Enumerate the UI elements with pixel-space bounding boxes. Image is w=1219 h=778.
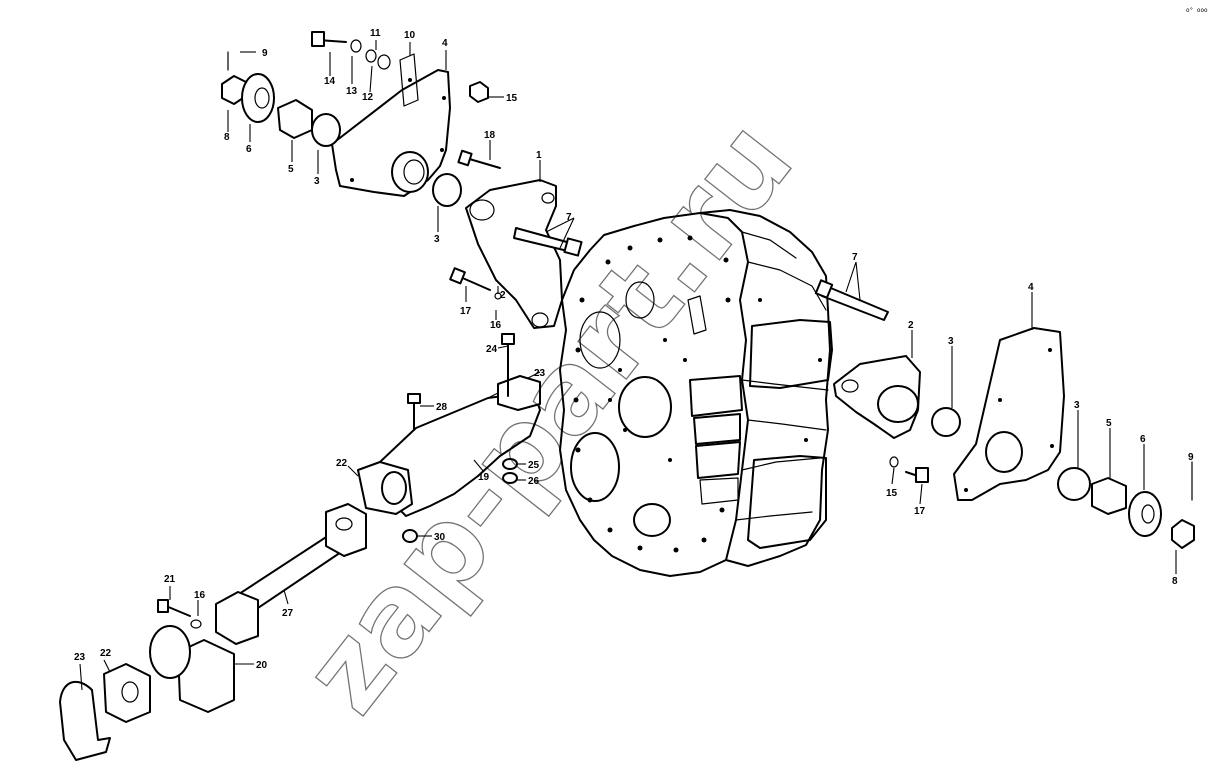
callout-21: 21	[164, 574, 176, 585]
callout-4: 4	[442, 38, 448, 49]
callout-7: 7	[852, 252, 858, 263]
callout-20: 20	[256, 660, 268, 671]
left-mount-assembly	[221, 31, 583, 329]
callout-8: 8	[1172, 576, 1178, 587]
callout-9: 9	[262, 48, 268, 59]
callout-19: 19	[478, 472, 490, 483]
right-mount-assembly	[814, 279, 1195, 549]
callout-6: 6	[1140, 434, 1146, 445]
callout-9: 9	[1188, 452, 1194, 463]
callout-16: 16	[490, 320, 502, 331]
callout-14: 14	[324, 76, 336, 87]
callout-5: 5	[1106, 418, 1112, 429]
callout-2: 2	[500, 290, 506, 301]
callout-3: 3	[314, 176, 320, 187]
callout-16: 16	[194, 590, 206, 601]
callout-13: 13	[346, 86, 358, 97]
callout-15: 15	[886, 488, 898, 499]
callout-4: 4	[1028, 282, 1034, 293]
callout-7: 7	[566, 212, 572, 223]
callout-22: 22	[100, 648, 112, 659]
corner-mark: o° ooo	[1186, 7, 1208, 14]
callout-5: 5	[288, 164, 294, 175]
callout-8: 8	[224, 132, 230, 143]
callout-15: 15	[506, 93, 518, 104]
callout-23: 23	[74, 652, 86, 663]
callout-6: 6	[246, 144, 252, 155]
gearbox-housing	[559, 209, 833, 577]
callout-3: 3	[1074, 400, 1080, 411]
callout-2: 2	[908, 320, 914, 331]
callout-23: 23	[534, 368, 546, 379]
callout-26: 26	[528, 476, 540, 487]
callout-10: 10	[404, 30, 416, 41]
callout-22: 22	[336, 458, 348, 469]
leader-lines	[79, 40, 1177, 691]
callout-labels: 9 8 6 5 3 14 13 11 12 10 4 15 18 1 3 7 2…	[74, 28, 1194, 671]
callout-17: 17	[460, 306, 472, 317]
callout-3: 3	[948, 336, 954, 347]
callout-18: 18	[484, 130, 496, 141]
callout-28: 28	[436, 402, 448, 413]
callout-30: 30	[434, 532, 446, 543]
callout-27: 27	[282, 608, 294, 619]
callout-1: 1	[536, 150, 542, 161]
rear-mount-assembly	[59, 333, 541, 761]
housing-bolt-holes	[573, 235, 822, 553]
callout-12: 12	[362, 92, 374, 103]
callout-17: 17	[914, 506, 926, 517]
callout-11: 11	[370, 28, 381, 39]
callout-24: 24	[486, 344, 498, 355]
callout-3: 3	[434, 234, 440, 245]
callout-25: 25	[528, 460, 540, 471]
